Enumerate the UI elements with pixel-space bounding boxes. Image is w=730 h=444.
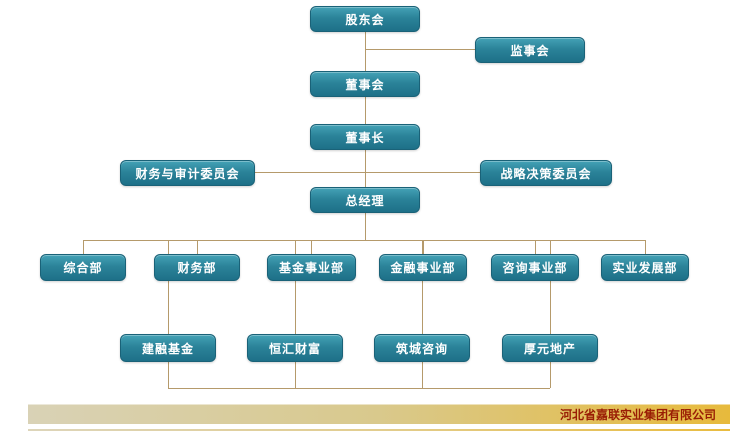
node-shareholders: 股东会 — [310, 6, 420, 32]
connector-shareholders-board — [365, 31, 366, 71]
node-dept-general: 综合部 — [40, 254, 126, 281]
node-chairman: 董事长 — [310, 124, 420, 150]
dept-stub-1 — [83, 240, 84, 254]
node-dept-fund: 基金事业部 — [267, 254, 356, 281]
department-bus-line — [83, 240, 645, 241]
connector-to-audit-committee — [255, 172, 365, 173]
node-strategy-committee: 战略决策委员会 — [480, 160, 612, 186]
node-general-manager: 总经理 — [310, 187, 420, 213]
connector-to-supervisory — [365, 49, 475, 50]
node-dept-finance: 财务部 — [154, 254, 240, 281]
node-supervisory-board: 监事会 — [475, 37, 585, 63]
subsidiary-drop-4 — [550, 240, 551, 388]
connector-board-chairman — [365, 97, 366, 124]
footer-accent-line — [28, 429, 730, 431]
node-dept-financial: 金融事业部 — [379, 254, 467, 281]
dept-stub-3 — [311, 240, 312, 254]
node-sub-henghui-wealth: 恒汇财富 — [247, 334, 343, 362]
node-sub-houyuan-realestate: 厚元地产 — [502, 334, 598, 362]
node-board-of-directors: 董事会 — [310, 71, 420, 97]
node-sub-jianrong-fund: 建融基金 — [120, 334, 216, 362]
node-dept-consulting: 咨询事业部 — [491, 254, 579, 281]
dept-stub-6 — [645, 240, 646, 254]
company-name: 河北省嘉联实业集团有限公司 — [559, 407, 716, 422]
node-audit-committee: 财务与审计委员会 — [120, 160, 255, 186]
dept-stub-2 — [197, 240, 198, 254]
connector-gm-bus — [365, 213, 366, 240]
dept-stub-5 — [535, 240, 536, 254]
subsidiary-bottom-bus — [168, 388, 550, 389]
node-dept-industrial: 实业发展部 — [601, 254, 689, 281]
dept-stub-4 — [423, 240, 424, 254]
subsidiary-drop-3 — [422, 240, 423, 388]
node-sub-zhucheng-consulting: 筑城咨询 — [374, 334, 470, 362]
subsidiary-drop-1 — [168, 240, 169, 388]
subsidiary-drop-2 — [295, 240, 296, 388]
footer-bar: 河北省嘉联实业集团有限公司 — [28, 404, 730, 424]
connector-to-strategy-committee — [365, 172, 480, 173]
connector-chairman-gm — [365, 150, 366, 187]
